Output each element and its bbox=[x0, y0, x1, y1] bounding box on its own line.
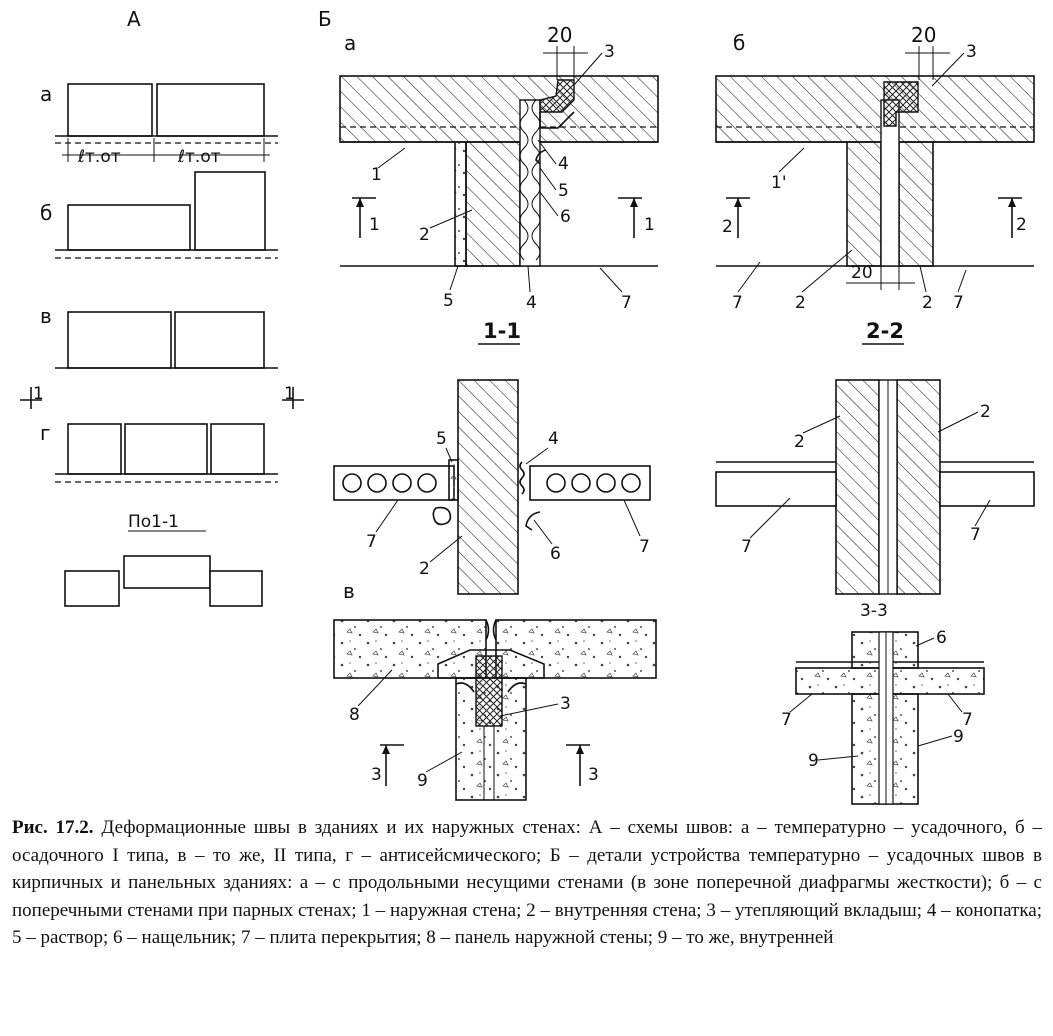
sec33-callout-9-right: 9 bbox=[953, 727, 964, 747]
sec11-callout-5: 5 bbox=[436, 429, 447, 449]
detail-b-callout-2-right: 2 bbox=[922, 293, 933, 313]
detail-a-callout-2: 2 bbox=[419, 225, 430, 245]
figure-caption-text: Деформационные швы в зданиях и их наружн… bbox=[12, 817, 1042, 948]
detail-a-cut-1-left: 1 bbox=[369, 215, 380, 235]
section-1-1-label: 1-1 bbox=[483, 319, 521, 343]
sec11-callout-7-right: 7 bbox=[639, 537, 650, 557]
cut-1-right: 1 bbox=[284, 384, 295, 404]
scheme-temperature-shrinkage: а ℓт.от ℓт.от bbox=[40, 82, 278, 167]
scheme-g-label: г bbox=[40, 421, 51, 445]
sec33-callout-6: 6 bbox=[936, 628, 947, 648]
section-3-3-label: 3-3 bbox=[860, 601, 888, 621]
sec22-callout-2-left: 2 bbox=[794, 432, 805, 452]
detail-a-callout-4: 4 bbox=[558, 154, 569, 174]
detail-b-label: б bbox=[733, 31, 745, 55]
section-1-1-drawing: 5 4 7 6 7 2 bbox=[333, 379, 651, 595]
scheme-a-label: а bbox=[40, 82, 52, 106]
detail-b-dim-20-bottom: 20 bbox=[851, 263, 873, 283]
detail-b-callout-1p: 1' bbox=[771, 173, 787, 193]
figure-number: Рис. 17.2. bbox=[12, 817, 94, 838]
sec11-callout-7-left: 7 bbox=[366, 532, 377, 552]
scheme-settlement-type-1: б bbox=[40, 171, 278, 259]
cut-1-left: 1 bbox=[33, 384, 44, 404]
sec33-callout-7-right: 7 bbox=[962, 710, 973, 730]
deformation-joints-figure: А а ℓт.от ℓт.от б в bbox=[20, 7, 1035, 805]
detail-b-dim-20: 20 bbox=[911, 23, 936, 47]
temp-joint-spacing-left: ℓт.от bbox=[77, 147, 121, 167]
sec22-callout-7-right: 7 bbox=[970, 525, 981, 545]
detail-v-panel-building: в 3 3 8 3 9 bbox=[333, 579, 657, 801]
figure-caption: Рис. 17.2. Деформационные швы в зданиях … bbox=[12, 814, 1042, 952]
detail-a-callout-6: 6 bbox=[560, 207, 571, 227]
scheme-settlement-type-2: в bbox=[40, 304, 278, 369]
panel-a-title: А bbox=[127, 7, 141, 31]
sec22-callout-2-right: 2 bbox=[980, 402, 991, 422]
detail-v-callout-3: 3 bbox=[560, 694, 571, 714]
section-3-3-drawing: 3-3 6 7 7 9 9 bbox=[781, 601, 985, 805]
scheme-section-1-1: По1-1 bbox=[64, 512, 263, 607]
section-1-1-title: По1-1 bbox=[128, 512, 179, 532]
sec22-callout-7-left: 7 bbox=[741, 537, 752, 557]
detail-v-label: в bbox=[343, 579, 355, 603]
sec11-callout-6: 6 bbox=[550, 544, 561, 564]
sec33-callout-9-left: 9 bbox=[808, 751, 819, 771]
detail-b-callout-2-left: 2 bbox=[795, 293, 806, 313]
section-2-2-label: 2-2 bbox=[866, 319, 904, 343]
detail-a-callout-5b: 5 bbox=[443, 291, 454, 311]
detail-b-callout-7-left: 7 bbox=[732, 293, 743, 313]
detail-b-paired-walls: б 20 3 2 2 20 1' 7 bbox=[715, 23, 1035, 345]
detail-a-callout-5: 5 bbox=[558, 181, 569, 201]
detail-a-longitudinal-walls: а 20 1 1 bbox=[339, 23, 659, 345]
cut-line-1-1: 1 1 bbox=[20, 384, 304, 409]
detail-v-callout-8: 8 bbox=[349, 705, 360, 725]
detail-b-cut-2-right: 2 bbox=[1016, 215, 1027, 235]
detail-a-cut-1-right: 1 bbox=[644, 215, 655, 235]
section-2-2-drawing: 2 2 7 7 bbox=[715, 379, 1035, 595]
detail-v-callout-9: 9 bbox=[417, 771, 428, 791]
detail-v-cut-3-left: 3 bbox=[371, 765, 382, 785]
detail-a-callout-7: 7 bbox=[621, 293, 632, 313]
scheme-antiseismic: г bbox=[40, 421, 278, 483]
detail-a-callout-3: 3 bbox=[604, 42, 615, 62]
sec11-callout-2: 2 bbox=[419, 559, 430, 579]
panel-a-joint-schemes: А а ℓт.от ℓт.от б в bbox=[20, 7, 304, 607]
detail-v-cut-3-right: 3 bbox=[588, 765, 599, 785]
detail-a-label: а bbox=[344, 31, 356, 55]
detail-b-callout-3: 3 bbox=[966, 42, 977, 62]
sec33-callout-7-left: 7 bbox=[781, 710, 792, 730]
detail-a-callout-4b: 4 bbox=[526, 293, 537, 313]
panel-b-title: Б bbox=[318, 7, 332, 31]
detail-b-cut-2-left: 2 bbox=[722, 217, 733, 237]
detail-a-callout-1: 1 bbox=[371, 165, 382, 185]
scheme-b-label: б bbox=[40, 201, 52, 225]
temp-joint-spacing-right: ℓт.от bbox=[177, 147, 221, 167]
scheme-v-label: в bbox=[40, 304, 52, 328]
detail-b-callout-7-right: 7 bbox=[953, 293, 964, 313]
detail-a-dim-20: 20 bbox=[547, 23, 572, 47]
sec11-callout-4: 4 bbox=[548, 429, 559, 449]
